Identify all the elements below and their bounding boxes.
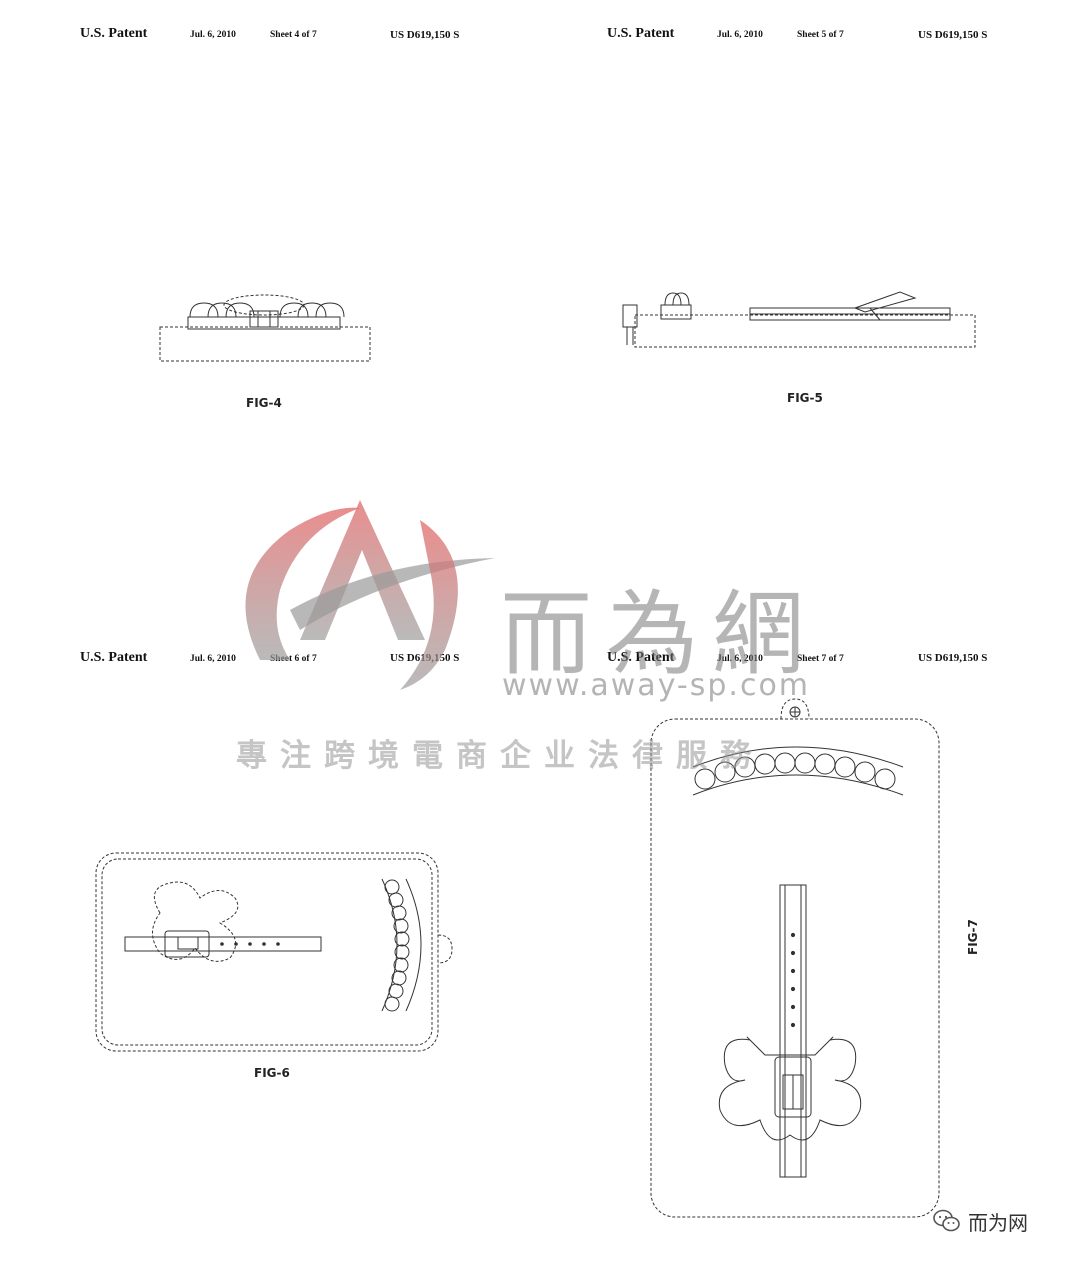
fig-6-drawing [95, 852, 453, 1052]
patent-label: U.S. Patent [80, 26, 148, 41]
fig-7-drawing [650, 698, 940, 1218]
patent-label: U.S. Patent [607, 650, 675, 665]
sheet-header: U.S. Patent Jul. 6, 2010 Sheet 7 of 7 US… [540, 630, 1080, 670]
patent-number: US D619,150 S [390, 29, 460, 41]
sheet-header: U.S. Patent Jul. 6, 2010 Sheet 6 of 7 US… [0, 630, 540, 670]
figure-label: FIG-4 [246, 396, 282, 410]
sheet-number: Sheet 6 of 7 [270, 654, 317, 664]
patent-sheet-6: U.S. Patent Jul. 6, 2010 Sheet 6 of 7 US… [0, 630, 540, 1270]
patent-label: U.S. Patent [607, 26, 675, 41]
patent-date: Jul. 6, 2010 [717, 654, 763, 664]
sheet-number: Sheet 5 of 7 [797, 30, 844, 40]
figure-label: FIG-5 [787, 391, 823, 405]
sheet-header: U.S. Patent Jul. 6, 2010 Sheet 5 of 7 US… [540, 0, 1080, 41]
patent-date: Jul. 6, 2010 [190, 654, 236, 664]
patent-label: U.S. Patent [80, 650, 148, 665]
fig-5-drawing [622, 291, 976, 348]
wechat-account-name: 而为网 [968, 1210, 1028, 1235]
sheet-header: U.S. Patent Jul. 6, 2010 Sheet 4 of 7 US… [0, 0, 540, 41]
fig-4-drawing [159, 294, 371, 362]
patent-number: US D619,150 S [918, 29, 988, 41]
wechat-icon [933, 1209, 960, 1232]
sheet-number: Sheet 7 of 7 [797, 654, 844, 664]
figure-label: FIG-6 [254, 1066, 290, 1080]
patent-number: US D619,150 S [918, 652, 988, 664]
patent-sheet-5: U.S. Patent Jul. 6, 2010 Sheet 5 of 7 US… [540, 0, 1080, 630]
patent-date: Jul. 6, 2010 [717, 30, 763, 40]
patent-number: US D619,150 S [390, 652, 460, 664]
patent-date: Jul. 6, 2010 [190, 30, 236, 40]
figure-label: FIG-7 [966, 919, 980, 955]
wechat-account-badge[interactable]: 而为网 [932, 1206, 1028, 1236]
patent-sheet-7: U.S. Patent Jul. 6, 2010 Sheet 7 of 7 US… [540, 630, 1080, 1270]
sheet-number: Sheet 4 of 7 [270, 30, 317, 40]
patent-sheet-4: U.S. Patent Jul. 6, 2010 Sheet 4 of 7 US… [0, 0, 540, 630]
